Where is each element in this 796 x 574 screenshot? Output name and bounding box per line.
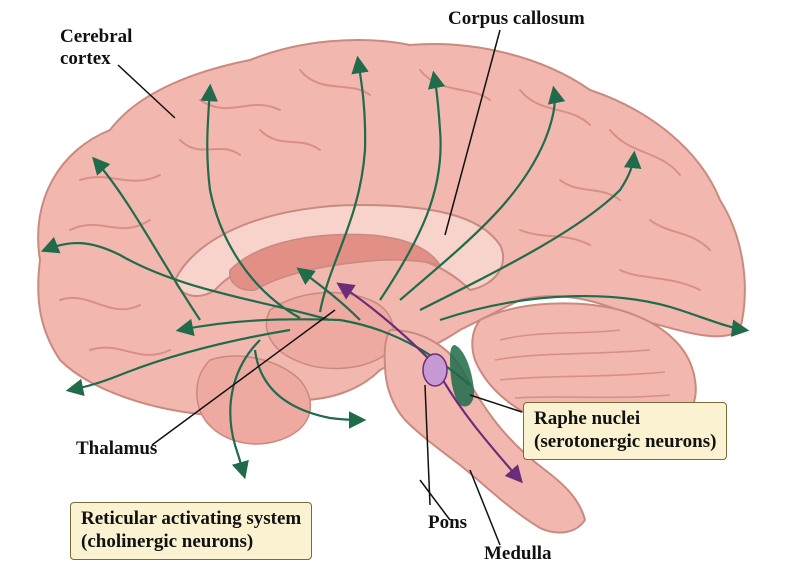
- label-cerebral-cortex-line1: Cerebral: [60, 26, 132, 48]
- label-cerebral-cortex: Cerebral cortex: [60, 26, 132, 70]
- callout-reticular-line2: (cholinergic neurons): [81, 531, 301, 554]
- reticular-nucleus: [423, 354, 447, 386]
- callout-reticular-line1: Reticular activating system: [81, 508, 301, 531]
- callout-raphe-nuclei: Raphe nuclei (serotonergic neurons): [523, 402, 727, 460]
- callout-reticular-activating-system: Reticular activating system (cholinergic…: [70, 502, 312, 560]
- callout-raphe-line1: Raphe nuclei: [534, 408, 716, 431]
- label-medulla: Medulla: [484, 543, 552, 565]
- label-thalamus: Thalamus: [76, 438, 157, 460]
- label-corpus-callosum: Corpus callosum: [448, 8, 585, 30]
- label-cerebral-cortex-line2: cortex: [60, 48, 132, 70]
- label-pons: Pons: [428, 512, 467, 534]
- callout-raphe-line2: (serotonergic neurons): [534, 431, 716, 454]
